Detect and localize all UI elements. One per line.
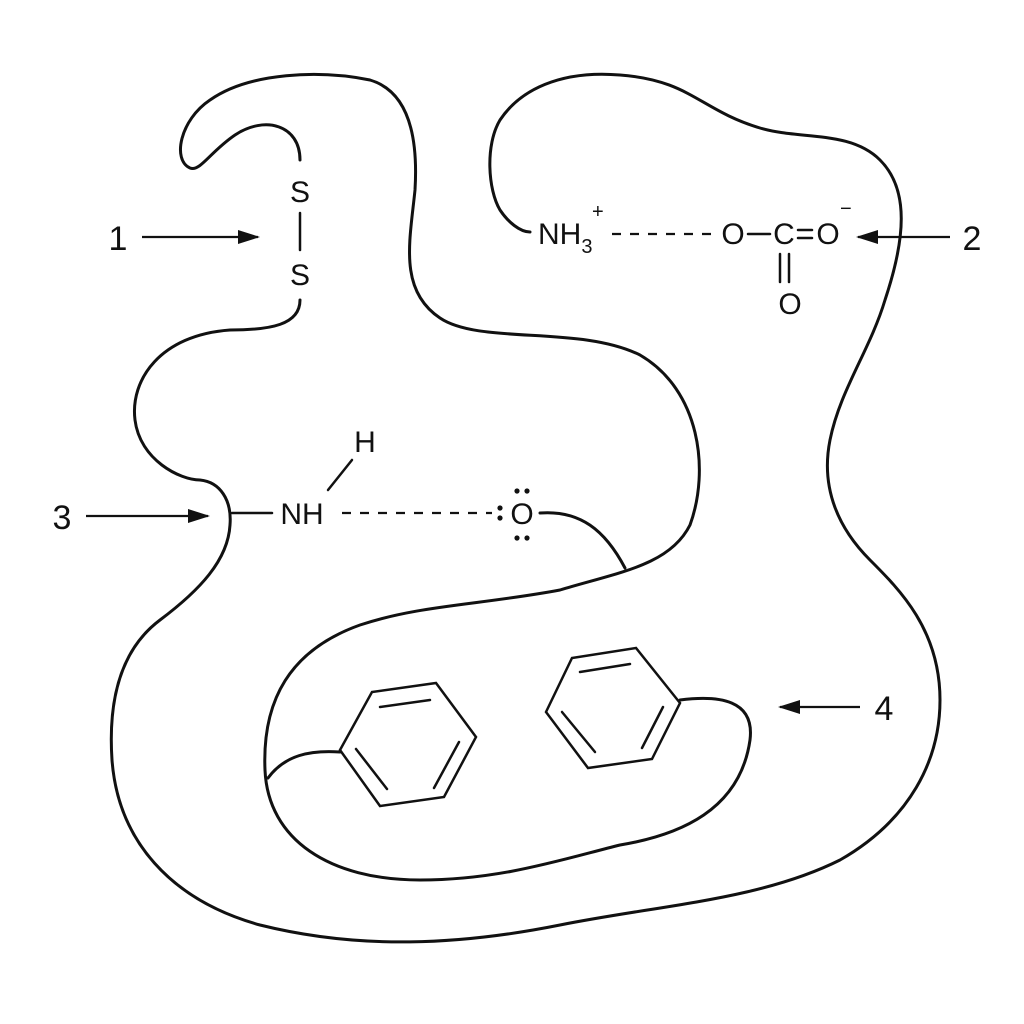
lone-pair-dot [524, 488, 530, 494]
lone-pair-dot [514, 535, 520, 541]
carboxyl-carbon: C [773, 218, 795, 251]
ring-double-bond [354, 747, 389, 791]
carbonyl-chain-link [538, 511, 627, 570]
label-disulfide: 1 [109, 220, 128, 258]
amide-hydrogen: H [354, 426, 376, 459]
phenyl-ring-left [338, 681, 478, 808]
amine-charge: + [592, 201, 604, 223]
phenyl-left-linker [266, 750, 342, 780]
label-hydrophobic: 4 [875, 690, 894, 728]
n-h-bond [326, 458, 354, 492]
polypeptide-chain-left [109, 72, 942, 944]
sulfur-atom-bottom: S [290, 259, 310, 292]
polypeptide-chain-main [179, 73, 752, 882]
label-ionic: 2 [963, 220, 982, 258]
ring-double-bond [432, 740, 461, 790]
carboxyl-oxygen-single: O [721, 218, 744, 251]
ring-double-bond [560, 710, 597, 754]
carbonyl-oxygen: O [510, 498, 533, 531]
carboxyl-charge: − [840, 198, 852, 220]
amide-nh: NH [280, 498, 323, 531]
ring-double-bond [640, 705, 665, 750]
sulfur-atom-top: S [290, 176, 310, 209]
ring-double-bond [378, 698, 432, 709]
carboxyl-oxygen-bottom: O [778, 288, 801, 321]
lone-pair-dot [497, 515, 503, 521]
carboxyl-oxygen-charged: O [816, 218, 839, 251]
lone-pair-dot [514, 488, 520, 494]
phenyl-ring-right [544, 646, 682, 770]
label-hydrogen: 3 [53, 499, 72, 537]
amine-group: NH3 [538, 218, 592, 258]
ring-double-bond [578, 662, 632, 674]
lone-pair-dot [524, 535, 530, 541]
lone-pair-dot [497, 505, 503, 511]
